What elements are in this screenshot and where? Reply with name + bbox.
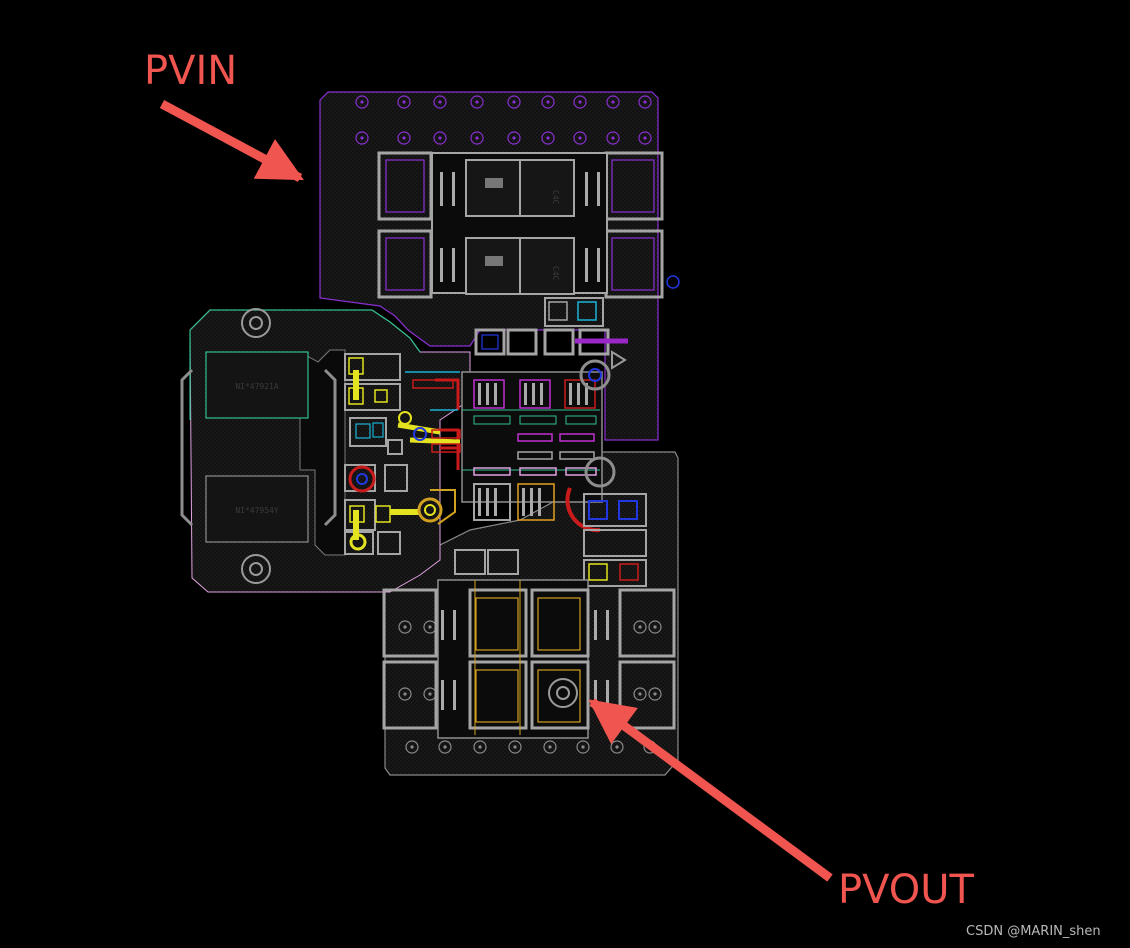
via-icon xyxy=(606,95,620,109)
via-icon xyxy=(405,740,419,754)
via-icon xyxy=(666,275,680,289)
pvin-arrow-icon xyxy=(159,100,304,182)
via-icon xyxy=(473,740,487,754)
via-icon xyxy=(349,533,367,551)
via-icon xyxy=(633,620,647,634)
via-icon xyxy=(397,131,411,145)
inductor-bottom xyxy=(205,475,309,543)
via-icon xyxy=(633,687,647,701)
inductor-top-refdes: NI*47921A xyxy=(235,382,279,391)
mounting-hole-icon xyxy=(241,554,271,584)
via-icon xyxy=(398,687,412,701)
pvout-label: PVOUT xyxy=(838,867,975,913)
via-icon xyxy=(548,678,578,708)
via-icon xyxy=(638,131,652,145)
via-icon xyxy=(433,131,447,145)
via-icon xyxy=(398,411,412,425)
mounting-hole-icon xyxy=(241,308,271,338)
via-icon xyxy=(648,687,662,701)
via-icon xyxy=(573,131,587,145)
pvin-capacitors: C4C C4C xyxy=(377,151,664,299)
inductor-region: NI*47921A NI*47954Y xyxy=(180,308,471,593)
via-icon xyxy=(606,131,620,145)
via-icon xyxy=(348,465,376,493)
watermark: CSDN @MARIN_shen xyxy=(966,924,1101,939)
via-icon xyxy=(433,95,447,109)
pvout-capacitors xyxy=(382,579,676,739)
via-icon xyxy=(470,95,484,109)
via-icon xyxy=(413,427,427,441)
via-icon xyxy=(355,131,369,145)
via-icon xyxy=(584,456,616,488)
controller-area xyxy=(405,297,628,533)
inductor-bottom-refdes: NI*47954Y xyxy=(235,506,279,515)
via-icon xyxy=(507,95,521,109)
via-icon xyxy=(543,740,557,754)
output-components xyxy=(454,493,647,587)
via-icon xyxy=(541,131,555,145)
via-icon xyxy=(573,95,587,109)
via-icon xyxy=(541,95,555,109)
via-icon xyxy=(398,620,412,634)
via-icon xyxy=(417,497,443,523)
via-icon xyxy=(470,131,484,145)
via-icon xyxy=(397,95,411,109)
inductor-top xyxy=(205,351,309,419)
via-icon xyxy=(579,359,611,391)
via-icon xyxy=(508,740,522,754)
via-icon xyxy=(355,95,369,109)
via-icon xyxy=(507,131,521,145)
cap-top-b-refdes: C4C xyxy=(551,266,560,281)
via-icon xyxy=(638,95,652,109)
pvout-arrow-icon xyxy=(588,698,833,882)
via-icon xyxy=(648,620,662,634)
small-components xyxy=(344,275,680,555)
via-icon xyxy=(576,740,590,754)
via-icon xyxy=(438,740,452,754)
cap-top-a-refdes: C4C xyxy=(551,190,560,205)
pvin-label: PVIN xyxy=(144,48,237,94)
